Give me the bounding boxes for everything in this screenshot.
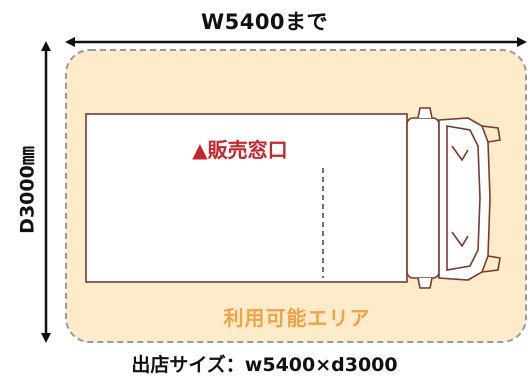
wiper-bottom — [451, 231, 469, 248]
sales-counter-label: ▲販売窓口 — [192, 138, 288, 162]
cab-back — [406, 117, 440, 279]
wiper-top — [451, 145, 469, 162]
usable-area-label: 利用可能エリア — [223, 306, 371, 330]
width-label: W5400まで — [200, 10, 329, 34]
cargo-box — [85, 113, 408, 283]
mirror-bottom — [481, 255, 501, 273]
cab-front — [438, 117, 491, 281]
mirror-top — [481, 125, 501, 143]
windshield — [446, 125, 481, 271]
store-size-label: 出店サイズ：w5400×d3000 — [131, 354, 398, 376]
cab-tab-top — [417, 107, 433, 119]
depth-label: D3000㎜ — [16, 146, 39, 234]
truck-outline — [85, 107, 501, 289]
cab-tab-bottom — [417, 277, 433, 289]
